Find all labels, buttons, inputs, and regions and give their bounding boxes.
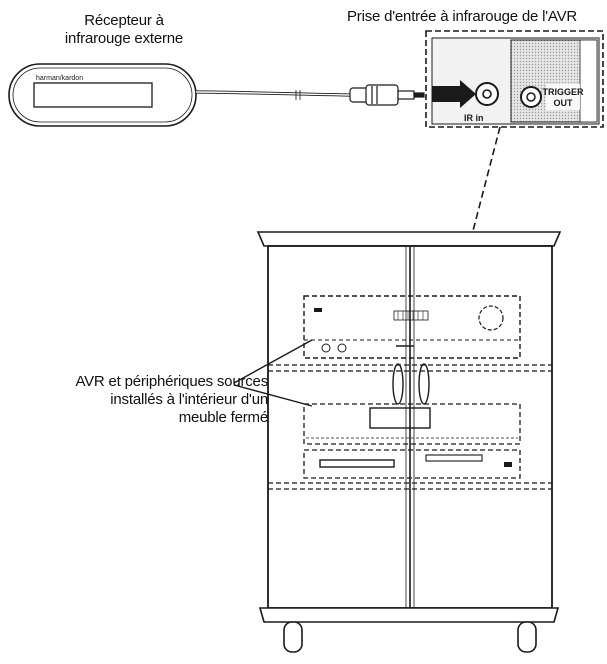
receiver-label-line1: Récepteur à bbox=[84, 12, 164, 29]
source-device-2 bbox=[303, 449, 521, 479]
trigger-label-2: OUT bbox=[554, 98, 574, 108]
door-handle-left bbox=[392, 363, 404, 405]
ir-receiver: harman/kardon bbox=[8, 63, 197, 127]
source-device-1 bbox=[303, 403, 521, 445]
ir-in-label: IR in bbox=[464, 113, 484, 123]
avr-jack-label: Prise d'entrée à infrarouge de l'AVR bbox=[346, 8, 578, 25]
cabinet-label-line3: meuble fermé bbox=[178, 409, 269, 426]
ir-cable bbox=[195, 90, 351, 100]
cabinet-label-line1: AVR et périphériques sources bbox=[75, 373, 268, 390]
receiver-window bbox=[33, 82, 153, 108]
cabinet-label: AVR et périphériques sources installés à… bbox=[0, 373, 268, 427]
receiver-label: Récepteur à infrarouge externe bbox=[54, 12, 194, 48]
avr-volume-knob bbox=[478, 305, 504, 331]
cabinet-foot-left bbox=[283, 621, 303, 653]
avr-unit bbox=[303, 295, 521, 359]
receiver-label-line2: infrarouge externe bbox=[64, 30, 184, 47]
cabinet-label-line2: installés à l'intérieur d'un bbox=[110, 391, 268, 408]
door-handle-right bbox=[418, 363, 430, 405]
shelves bbox=[268, 364, 552, 490]
avr-display bbox=[393, 310, 429, 321]
label-pointers bbox=[233, 339, 313, 407]
arrow-icon bbox=[432, 80, 476, 108]
cabinet-foot-right bbox=[517, 621, 537, 653]
trigger-label-1: TRIGGER bbox=[542, 87, 584, 97]
receiver-brand-text: harman/kardon bbox=[36, 75, 83, 82]
cabinet bbox=[256, 231, 562, 653]
ir-plug bbox=[349, 84, 425, 106]
avr-rear-panel-zoom: IR in TRIGGER OUT bbox=[425, 30, 604, 128]
